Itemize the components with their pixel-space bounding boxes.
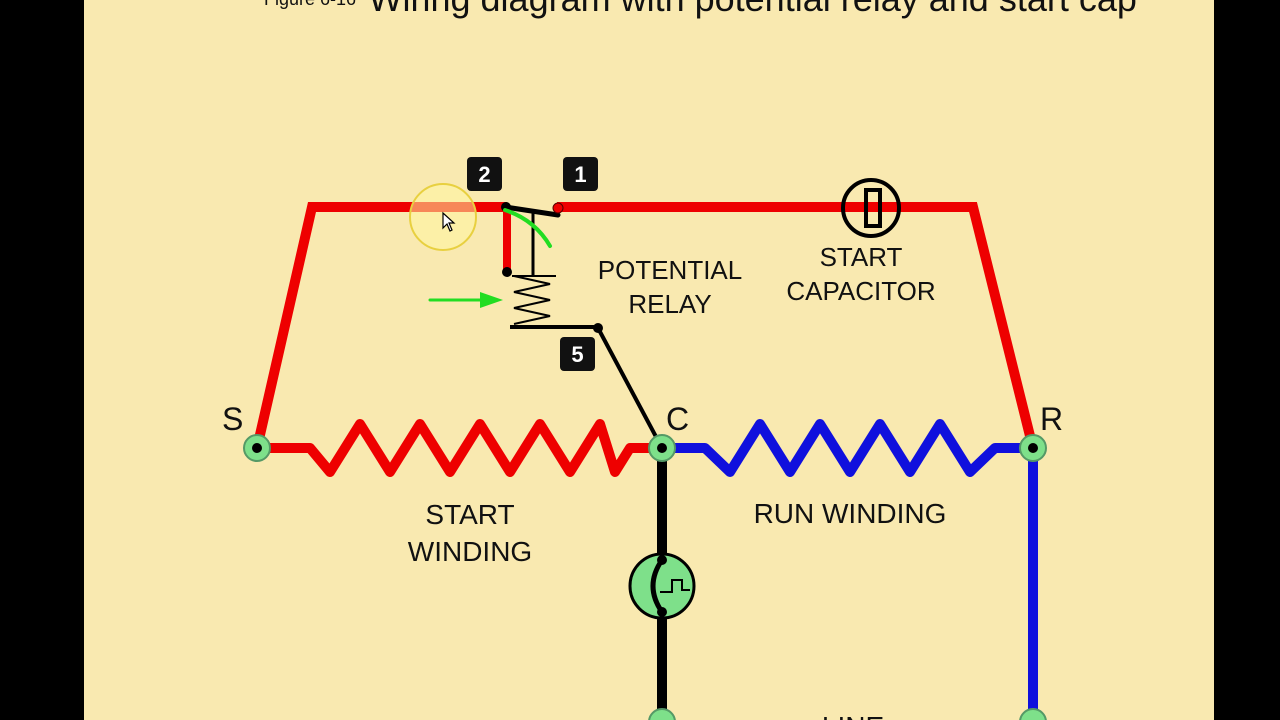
potential-relay-label-line2: RELAY xyxy=(628,289,711,319)
line-right-node xyxy=(1019,708,1047,720)
start-winding-wire xyxy=(252,419,667,477)
terminal-r-label: R xyxy=(1040,401,1063,437)
slide-title: Figure 6-16 Wiring diagram with potentia… xyxy=(264,0,1137,20)
figure-number: Figure 6-16 xyxy=(264,0,356,9)
relay-to-common-wire xyxy=(596,327,664,449)
relay-terminal-1-node xyxy=(552,202,564,214)
run-winding-wire xyxy=(657,419,1038,477)
svg-text:2: 2 xyxy=(478,162,490,187)
annotation-arrow-icon xyxy=(480,292,503,308)
title-text: Wiring diagram with potential relay and … xyxy=(369,0,1137,19)
line-label: LINE xyxy=(822,711,884,720)
start-left-wire xyxy=(252,202,507,450)
thermal-overload-icon xyxy=(628,552,696,620)
start-winding-label-line1: START xyxy=(425,499,514,530)
terminal-s-node xyxy=(243,434,271,462)
relay-contact-5-badge: 5 xyxy=(560,337,595,371)
relay-contact-1-badge: 1 xyxy=(563,157,598,191)
start-right-wire xyxy=(557,202,1038,450)
svg-text:5: 5 xyxy=(571,342,583,367)
relay-contact-arm xyxy=(502,204,561,218)
svg-text:1: 1 xyxy=(574,162,586,187)
terminal-r-node xyxy=(1019,434,1047,462)
terminal-s-label: S xyxy=(222,401,243,437)
relay-contact-2-badge: 2 xyxy=(467,157,502,191)
relay-coil-icon xyxy=(513,275,551,325)
capacitor-icon xyxy=(841,178,901,238)
potential-relay-label-line1: POTENTIAL xyxy=(598,255,742,285)
terminal-c-label: C xyxy=(666,401,689,437)
terminal-c-node xyxy=(648,434,676,462)
mouse-cursor-icon xyxy=(442,211,456,232)
start-capacitor-label-line2: CAPACITOR xyxy=(786,276,935,306)
annotation-contact-stroke xyxy=(503,208,552,248)
start-winding-label-line2: WINDING xyxy=(408,536,532,567)
line-left-node xyxy=(648,708,676,720)
relay-coil-node xyxy=(502,267,512,277)
start-capacitor-label-line1: START xyxy=(820,242,903,272)
run-winding-label: RUN WINDING xyxy=(754,498,947,529)
